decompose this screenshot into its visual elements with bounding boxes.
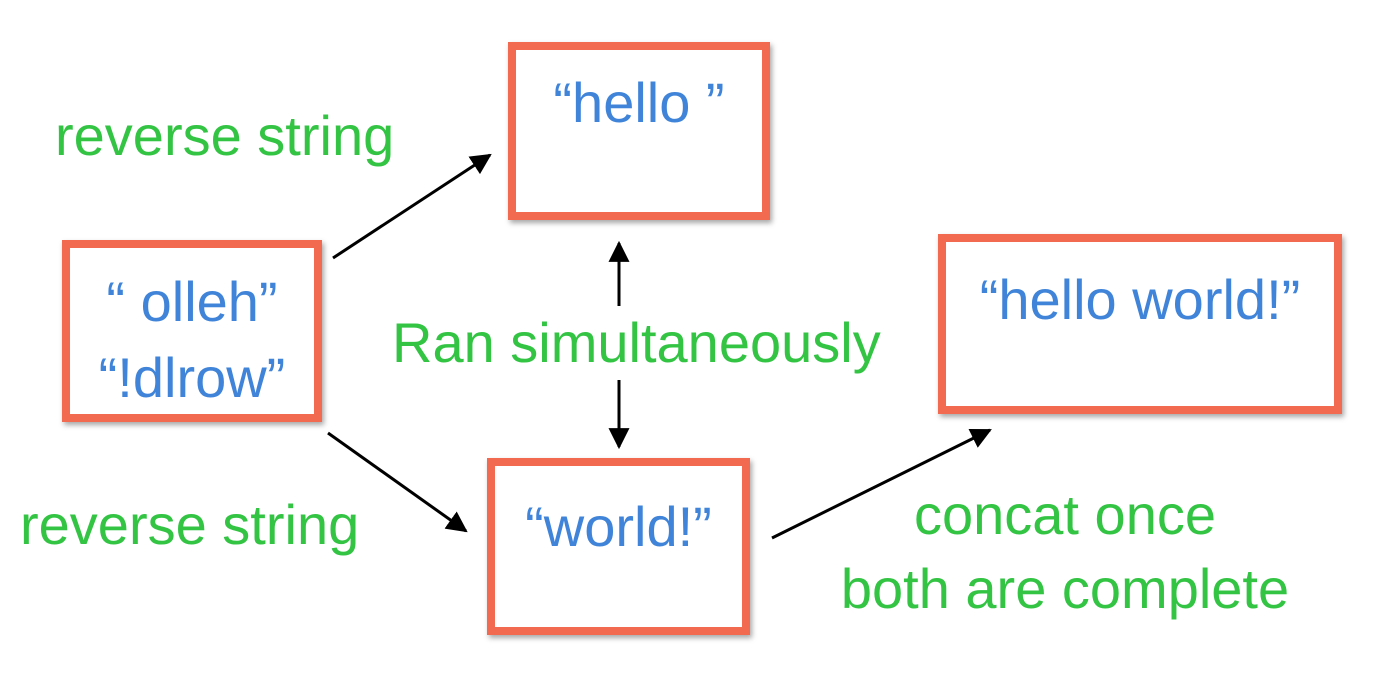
input-line-1: “ olleh” [106, 270, 278, 333]
input-line-2: “!dlrow” [98, 346, 286, 409]
arrow-input-to-top [332, 153, 492, 260]
label-concat-line-1: concat once [914, 483, 1216, 546]
hello-box [508, 42, 770, 220]
arrow-input-to-bottom [327, 431, 468, 533]
result-box [938, 234, 1342, 414]
label-reverse-top: reverse string [55, 104, 395, 167]
hello-text: “hello ” [553, 71, 725, 134]
label-concat-line-2: both are complete [840, 557, 1290, 620]
arrow-bottom-to-result [771, 428, 992, 540]
input-box [62, 240, 322, 422]
result-text: “hello world!” [979, 268, 1301, 331]
label-reverse-bottom: reverse string [20, 493, 360, 556]
world-text: “world!” [525, 495, 712, 558]
world-box [487, 458, 750, 635]
label-ran-simultaneously: Ran simultaneously [392, 311, 881, 374]
